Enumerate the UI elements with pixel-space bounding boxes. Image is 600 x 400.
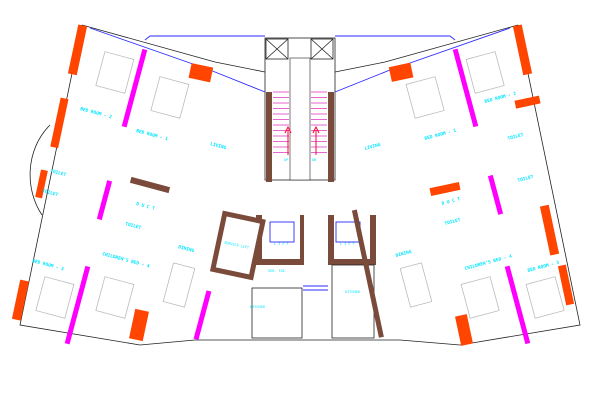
toilet-left-3-label: TOILET bbox=[124, 221, 142, 231]
toilet-left-2-label: TOILET bbox=[41, 188, 59, 198]
bed-room-1-left-label: BED ROOM - 1 bbox=[135, 128, 168, 142]
kitchen-left-label: KITCHEN bbox=[250, 305, 265, 309]
stair-dn-label: DN bbox=[312, 158, 316, 162]
living-left-label: LIVING bbox=[209, 141, 227, 151]
bed-room-2-right-label: BED ROOM - 2 bbox=[484, 91, 517, 105]
childrens-bed-left-label: CHILDREN'S BED - 4 bbox=[101, 251, 150, 269]
stair-up-label: UP bbox=[284, 158, 288, 162]
kitchen-right-label: KITCHEN bbox=[345, 290, 360, 294]
toilet-right-1-label: TOILET bbox=[507, 132, 525, 142]
left-wing: BED ROOM - 2 BED ROOM - 1 LIVING TOILET … bbox=[11, 24, 266, 346]
dining-right-label: DINING bbox=[395, 249, 413, 259]
duct-left-label: D U C T bbox=[135, 201, 155, 212]
staircase: UP DN bbox=[264, 37, 336, 182]
lift-left-label: L I F T bbox=[274, 242, 290, 246]
service-lift-label: SERVICE LIFT bbox=[224, 241, 250, 250]
bed-room-3-right-label: BED ROOM - 3 bbox=[527, 260, 560, 274]
toilet-left-1-label: TOILET bbox=[49, 168, 67, 178]
toilet-right-3-label: TOILET bbox=[444, 217, 462, 227]
right-core-wall bbox=[351, 209, 384, 338]
lift-right-label: L I F T bbox=[340, 242, 356, 246]
duct-right-label: D U C T bbox=[441, 196, 461, 207]
dining-left-label: DINING bbox=[177, 244, 195, 254]
bed-room-2-left-label: BED ROOM - 2 bbox=[79, 106, 112, 120]
toilet-right-2-label: TOILET bbox=[517, 174, 535, 184]
living-right-label: LIVING bbox=[364, 142, 382, 152]
bed-room-1-right-label: BED ROOM - 1 bbox=[424, 128, 457, 142]
bed-room-3-left-label: BED ROOM - 3 bbox=[31, 258, 64, 272]
service-lift: SERVICE LIFT bbox=[209, 210, 266, 281]
ser-toi-label: SER. TOI. bbox=[268, 269, 287, 273]
